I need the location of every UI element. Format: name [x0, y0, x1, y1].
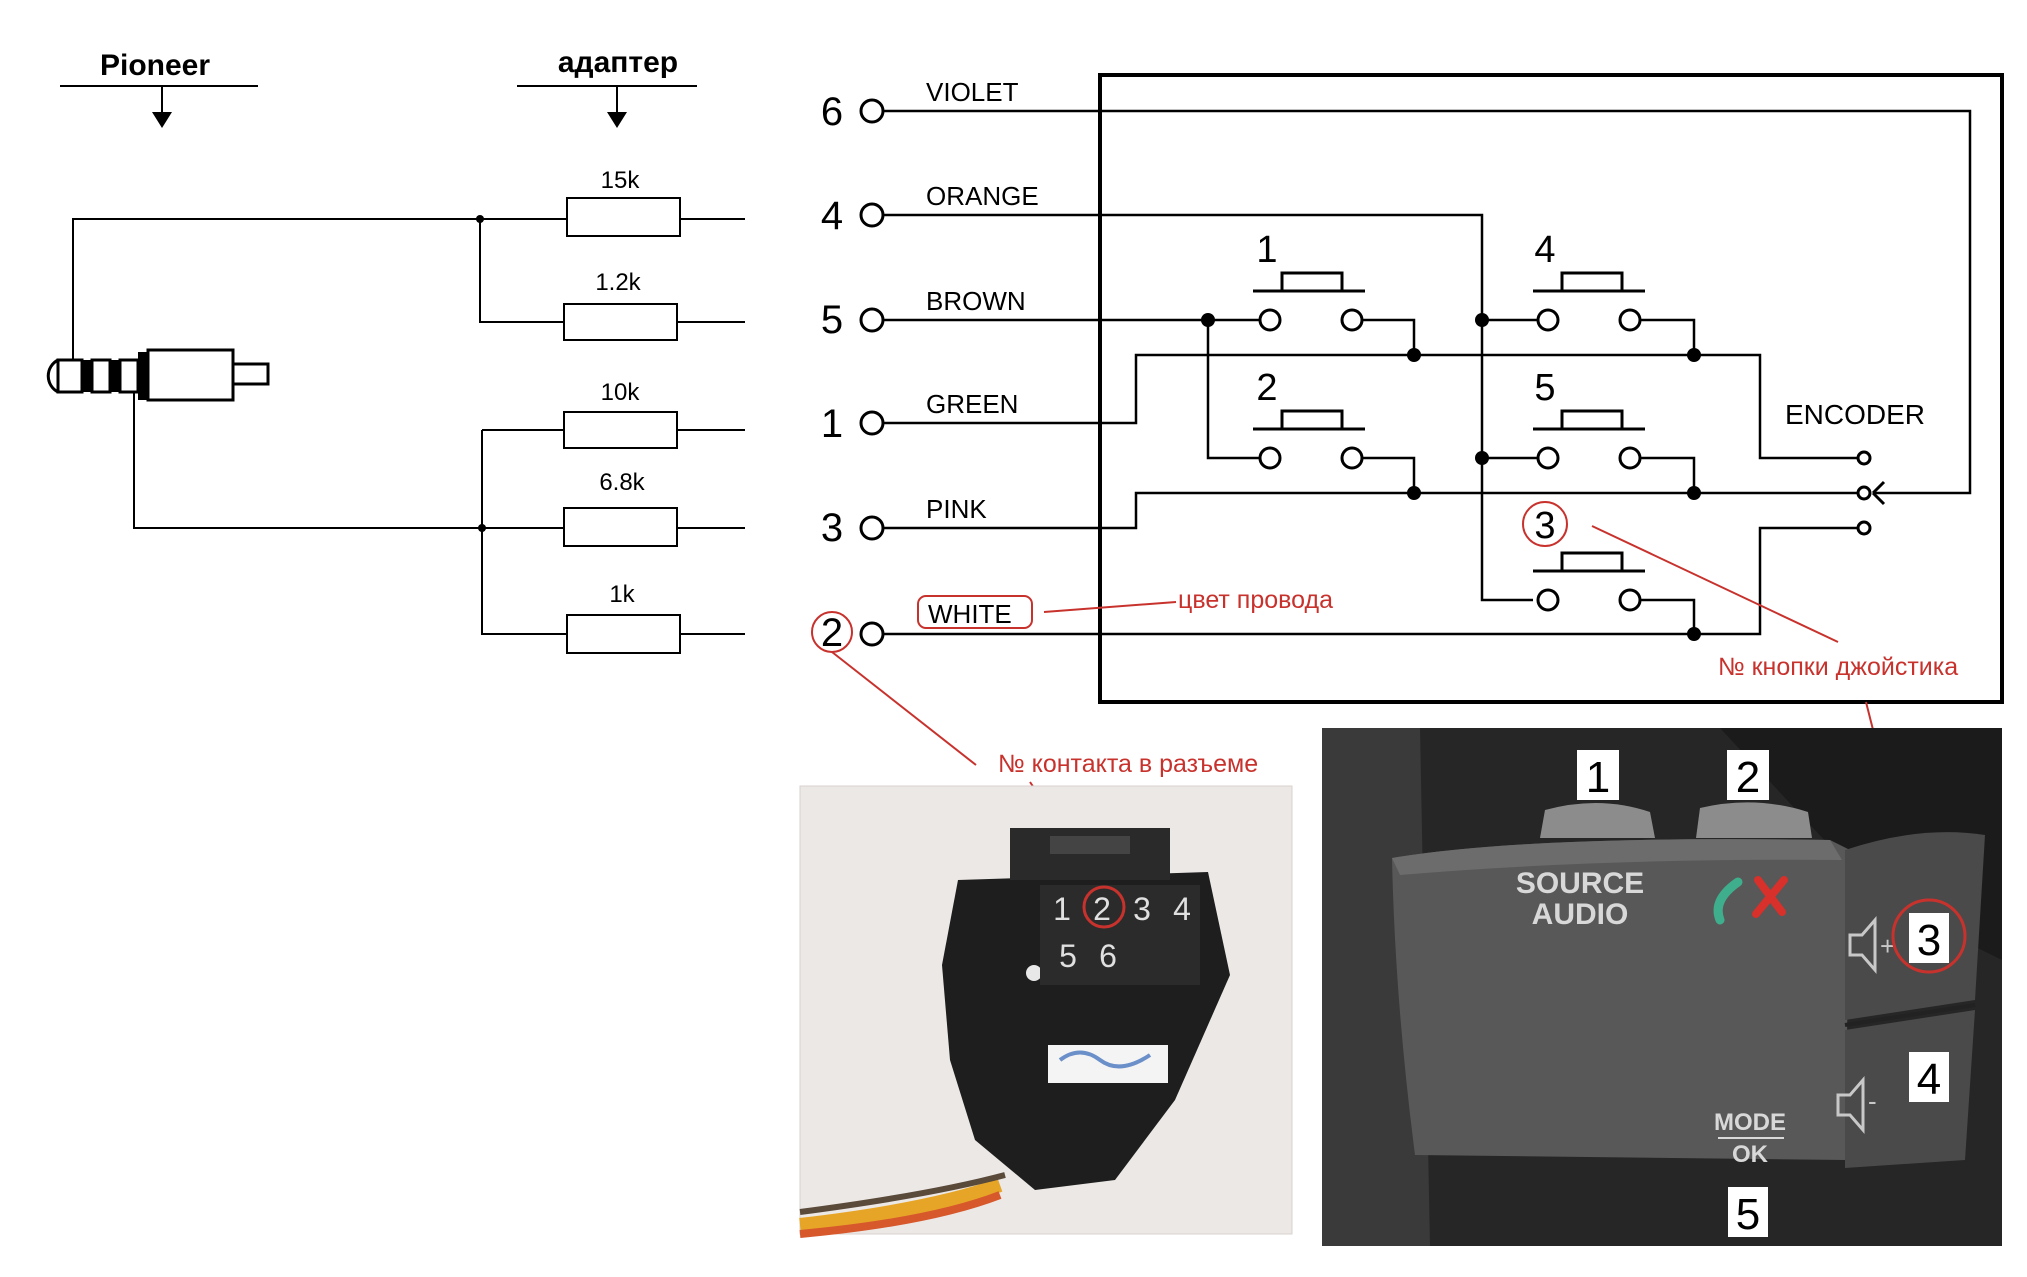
button-number: 1 — [1256, 229, 1277, 271]
wire-color-label: VIOLET — [926, 77, 1019, 107]
pin-number: 5 — [821, 298, 843, 342]
joystick-number-label: 3 — [1891, 898, 1967, 974]
pin-terminal: 2 WHITE — [811, 595, 1033, 655]
push-button: 1 — [1253, 229, 1365, 332]
button-number: 3 — [1534, 505, 1555, 547]
resistor-value: 10k — [601, 379, 641, 406]
adapter-wiring — [72, 218, 745, 635]
wire-color-label: BROWN — [926, 286, 1026, 316]
resistor: 6.8k — [563, 469, 678, 547]
pin-number: 3 — [821, 506, 843, 550]
adapter-label: адаптер — [558, 46, 678, 79]
button-number: 5 — [1534, 367, 1555, 409]
pin-terminal: 5 BROWN — [821, 286, 1026, 342]
volume-down-icon: - — [1836, 1075, 1877, 1135]
adapter-header: адаптер — [517, 46, 697, 128]
jack-plug-icon — [46, 348, 270, 402]
resistor: 1.2k — [563, 269, 678, 341]
resistor-value: 6.8k — [599, 469, 645, 496]
pin-number: 6 — [821, 90, 843, 134]
joystick-number-label: 5 — [1728, 1187, 1768, 1239]
push-button: 3 — [1522, 501, 1645, 612]
resistor: 15k — [566, 167, 681, 237]
mode-label: MODE — [1714, 1109, 1786, 1136]
svg-text:-: - — [1868, 1086, 1877, 1116]
wire-highlight-box — [917, 595, 1033, 629]
encoder-switch: ENCODER — [1785, 399, 1925, 536]
annotation-text: № кнопки джойстика — [1718, 653, 1958, 681]
button-number: 2 — [1256, 367, 1277, 409]
button-number: 4 — [1534, 229, 1555, 271]
svg-text:5: 5 — [1736, 1190, 1760, 1239]
pioneer-label: Pioneer — [100, 49, 210, 82]
contact-number: 6 — [1099, 938, 1117, 974]
phone-icon — [1713, 877, 1743, 925]
wire-color-label: ORANGE — [926, 181, 1039, 211]
contact-number: 4 — [1173, 891, 1191, 927]
contact-number: 2 — [1093, 891, 1111, 927]
contact-highlight-circle — [1082, 885, 1126, 929]
contact-number: 3 — [1133, 891, 1151, 927]
resistor-value: 1.2k — [595, 269, 641, 296]
pin-terminal: 4 ORANGE — [821, 181, 1039, 238]
volume-up-icon: + — [1848, 915, 1895, 975]
annotation-text: цвет провода — [1178, 586, 1333, 614]
button-highlight-circle — [1522, 501, 1568, 547]
pin-number: 4 — [821, 194, 843, 238]
push-button: 4 — [1533, 229, 1645, 332]
joystick-photo: + - SOURCE AUDIO MODE OK 1 2 3 — [1322, 728, 2002, 1246]
contact-number: 5 — [1059, 938, 1077, 974]
arrow-down-icon — [152, 112, 172, 128]
annotation-joystick-button: № кнопки джойстика — [1591, 525, 1958, 917]
source-label: SOURCE — [1516, 867, 1644, 900]
connector-photo: 1 2 3 4 5 6 — [799, 785, 1293, 1238]
resistor: 10k — [563, 379, 678, 449]
audio-label: AUDIO — [1532, 898, 1629, 931]
pin-terminal: 1 GREEN — [821, 389, 1019, 446]
encoder-label: ENCODER — [1785, 399, 1925, 430]
pin-terminal: 3 PINK — [821, 494, 987, 550]
resistor: 1k — [566, 581, 681, 654]
pin-number: 1 — [821, 402, 843, 446]
contact-number: 1 — [1053, 891, 1071, 927]
pioneer-header: Pioneer — [60, 49, 258, 128]
joystick-number-label: 1 — [1577, 750, 1619, 802]
wire-color-label: PINK — [926, 494, 987, 524]
pin-terminal: 6 VIOLET — [821, 77, 1019, 134]
joystick-box — [1098, 73, 2004, 704]
joystick-number-label: 4 — [1909, 1052, 1949, 1104]
joystick-highlight-circle — [1891, 898, 1967, 974]
svg-text:1: 1 — [1586, 753, 1610, 802]
wire-color-label: GREEN — [926, 389, 1018, 419]
wire-color-label: WHITE — [928, 599, 1012, 629]
joystick-number-label: 2 — [1727, 750, 1769, 802]
svg-text:4: 4 — [1917, 1055, 1941, 1104]
push-button: 5 — [1533, 367, 1645, 470]
svg-text:+: + — [1880, 931, 1895, 961]
push-button: 2 — [1253, 367, 1365, 470]
arrow-down-icon — [607, 112, 627, 128]
resistor-value: 1k — [609, 581, 635, 608]
svg-text:3: 3 — [1917, 916, 1941, 965]
hangup-icon — [1752, 876, 1788, 918]
annotation-text: № контакта в разъеме — [998, 750, 1258, 778]
joystick-wiring — [883, 109, 1972, 636]
resistor-value: 15k — [601, 167, 641, 194]
svg-text:2: 2 — [1736, 753, 1760, 802]
ok-label: OK — [1732, 1141, 1769, 1168]
annotation-wire-color: цвет провода — [1043, 586, 1333, 614]
pin-number: 2 — [821, 611, 843, 655]
